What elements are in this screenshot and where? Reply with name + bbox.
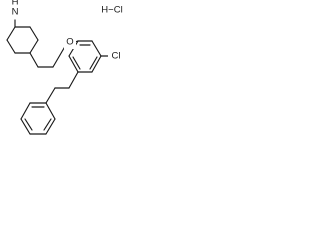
- chlorine-label: Cl: [112, 51, 121, 62]
- double-bond: [43, 118, 52, 131]
- ring-bond: [91, 40, 102, 57]
- ring-bond: [45, 118, 56, 135]
- double-bond: [72, 56, 81, 70]
- methoxy-linker: [29, 42, 68, 68]
- ring-bond: [20, 118, 31, 135]
- nitrogen-label: N: [12, 7, 19, 18]
- linker-bond: [29, 52, 39, 68]
- double-bond: [24, 118, 33, 131]
- nitrogen-hydrogen-label: H: [12, 0, 19, 8]
- benzyl-bond: [68, 71, 79, 89]
- ring-bond: [45, 87, 56, 104]
- hydrochloride-label: H−Cl: [101, 5, 122, 16]
- piperidine-ring: [6, 26, 39, 54]
- chlorophenyl-ring: [68, 40, 102, 73]
- ring-bond: [6, 26, 16, 41]
- chemical-structure-diagram: N H O Cl H−Cl: [6, 0, 124, 135]
- ring-bond: [29, 26, 39, 41]
- ring-bond: [29, 39, 39, 54]
- double-bond: [89, 56, 98, 70]
- oxygen-label: O: [66, 37, 73, 48]
- benzene-ring: [20, 87, 56, 135]
- ring-bond: [20, 102, 31, 120]
- atom-labels: N H O Cl H−Cl: [9, 0, 124, 63]
- benzyl-linker: [54, 71, 79, 89]
- ring-bond: [91, 55, 102, 73]
- ring-bond: [6, 39, 16, 54]
- ring-bond: [68, 55, 79, 73]
- ring-bond: [45, 102, 56, 120]
